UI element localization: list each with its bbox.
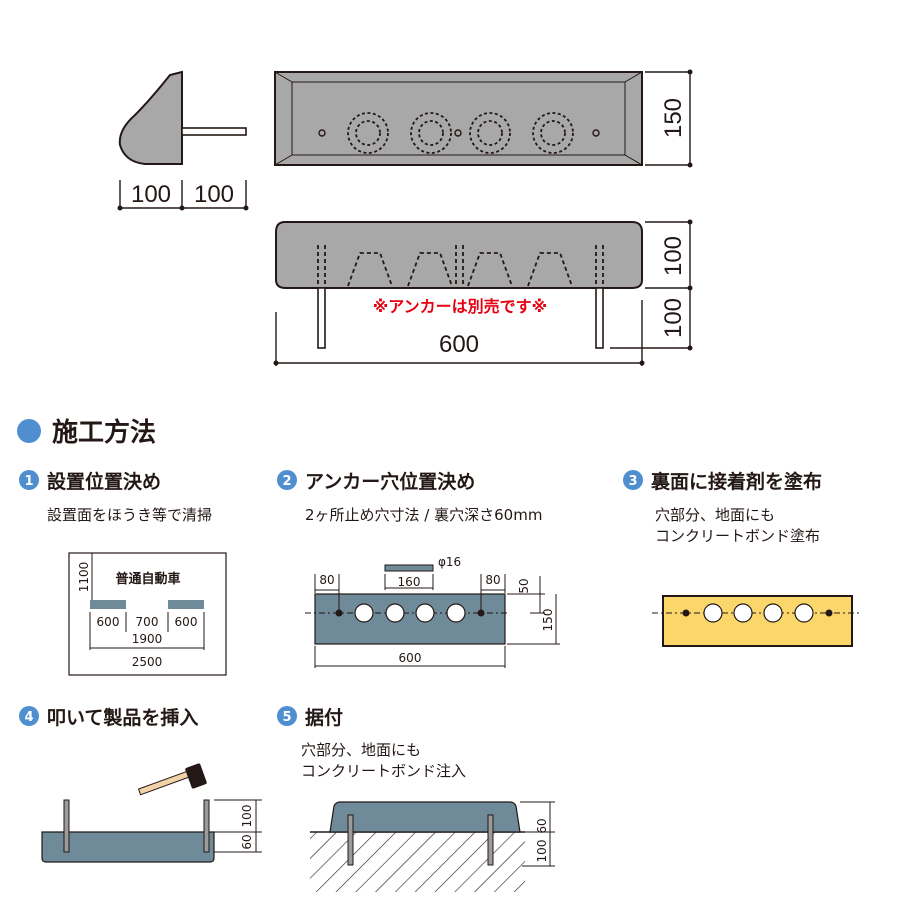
step-4-title: 叩いて製品を挿入 [47, 707, 198, 729]
step-5-number: 5 [282, 710, 291, 725]
step1-inner: 1900 [132, 632, 163, 646]
step-3-diagram [652, 595, 860, 647]
step-1-diagram: 1100 普通自動車 600 700 600 1900 2500 [68, 552, 227, 676]
step5-dim-a: 100 [535, 840, 549, 863]
step2-top-off: 50 [517, 578, 531, 593]
step2-center: 160 [398, 575, 421, 589]
step-4-heading: 4 叩いて製品を挿入 [19, 706, 198, 729]
step1-gap: 700 [136, 615, 159, 629]
side-dim-right: 100 [194, 181, 234, 208]
step-1-desc: 設置面をほうき等で清掃 [47, 506, 212, 524]
step1-outer: 2500 [132, 655, 163, 669]
step-1-heading: 1 設置位置決め 設置面をほうき等で清掃 [19, 470, 212, 524]
step-2-heading: 2 アンカー穴位置決め 2ヶ所止め穴寸法 / 裏穴深さ60mm [277, 470, 542, 524]
step1-height: 1100 [77, 562, 91, 593]
step-5-diagram: 60 100 [310, 801, 555, 892]
front-dim-lower: 100 [660, 298, 687, 338]
top-view: 150 [274, 69, 693, 168]
front-width-dim: 600 [439, 331, 479, 358]
step1-block-left: 600 [97, 615, 120, 629]
step-4-diagram: 100 60 [41, 763, 262, 863]
front-view: ※アンカーは別売です※ 100 100 600 [273, 219, 693, 366]
step-3-desc-line2: コンクリートボンド塗布 [655, 527, 820, 545]
step-4-number: 4 [24, 710, 33, 725]
step-3-title: 裏面に接着剤を塗布 [650, 470, 822, 493]
anchor-note: ※アンカーは別売です※ [373, 297, 547, 316]
step2-left-off: 80 [319, 573, 334, 587]
step2-width: 600 [399, 651, 422, 665]
section-bullet-icon [17, 419, 41, 443]
step-5-title: 据付 [305, 706, 343, 729]
step2-height: 150 [541, 609, 555, 632]
step-5-desc-line1: 穴部分、地面にも [301, 741, 421, 759]
step-3-number: 3 [628, 474, 637, 489]
side-view: 100 100 [117, 70, 249, 211]
step-2-desc: 2ヶ所止め穴寸法 / 裏穴深さ60mm [305, 506, 542, 524]
step5-dim-b: 60 [535, 818, 549, 833]
step4-dim-b: 60 [240, 834, 254, 849]
front-dim-upper: 100 [660, 236, 687, 276]
step-1-number: 1 [24, 474, 33, 489]
section-title: 施工方法 [52, 417, 156, 448]
side-dim-left: 100 [131, 181, 171, 208]
hammer-icon [137, 763, 207, 796]
step1-block-right: 600 [175, 615, 198, 629]
step2-phi: φ16 [438, 555, 461, 569]
step-3-desc-line1: 穴部分、地面にも [655, 506, 775, 524]
step-3-heading: 3 裏面に接着剤を塗布 穴部分、地面にも コンクリートボンド塗布 [623, 470, 822, 545]
step-1-title: 設置位置決め [47, 470, 161, 493]
step2-right-off: 80 [485, 573, 500, 587]
step-2-title: アンカー穴位置決め [305, 470, 475, 493]
step1-car-label: 普通自動車 [115, 571, 180, 587]
top-height-dim: 150 [660, 98, 687, 138]
step-5-heading: 5 据付 穴部分、地面にも コンクリートボンド注入 [277, 706, 466, 780]
step-2-diagram: 80 80 φ16 160 50 150 600 [305, 555, 560, 668]
step4-dim-a: 100 [240, 805, 254, 828]
step-5-desc-line2: コンクリートボンド注入 [301, 762, 466, 780]
step-2-number: 2 [282, 474, 291, 489]
